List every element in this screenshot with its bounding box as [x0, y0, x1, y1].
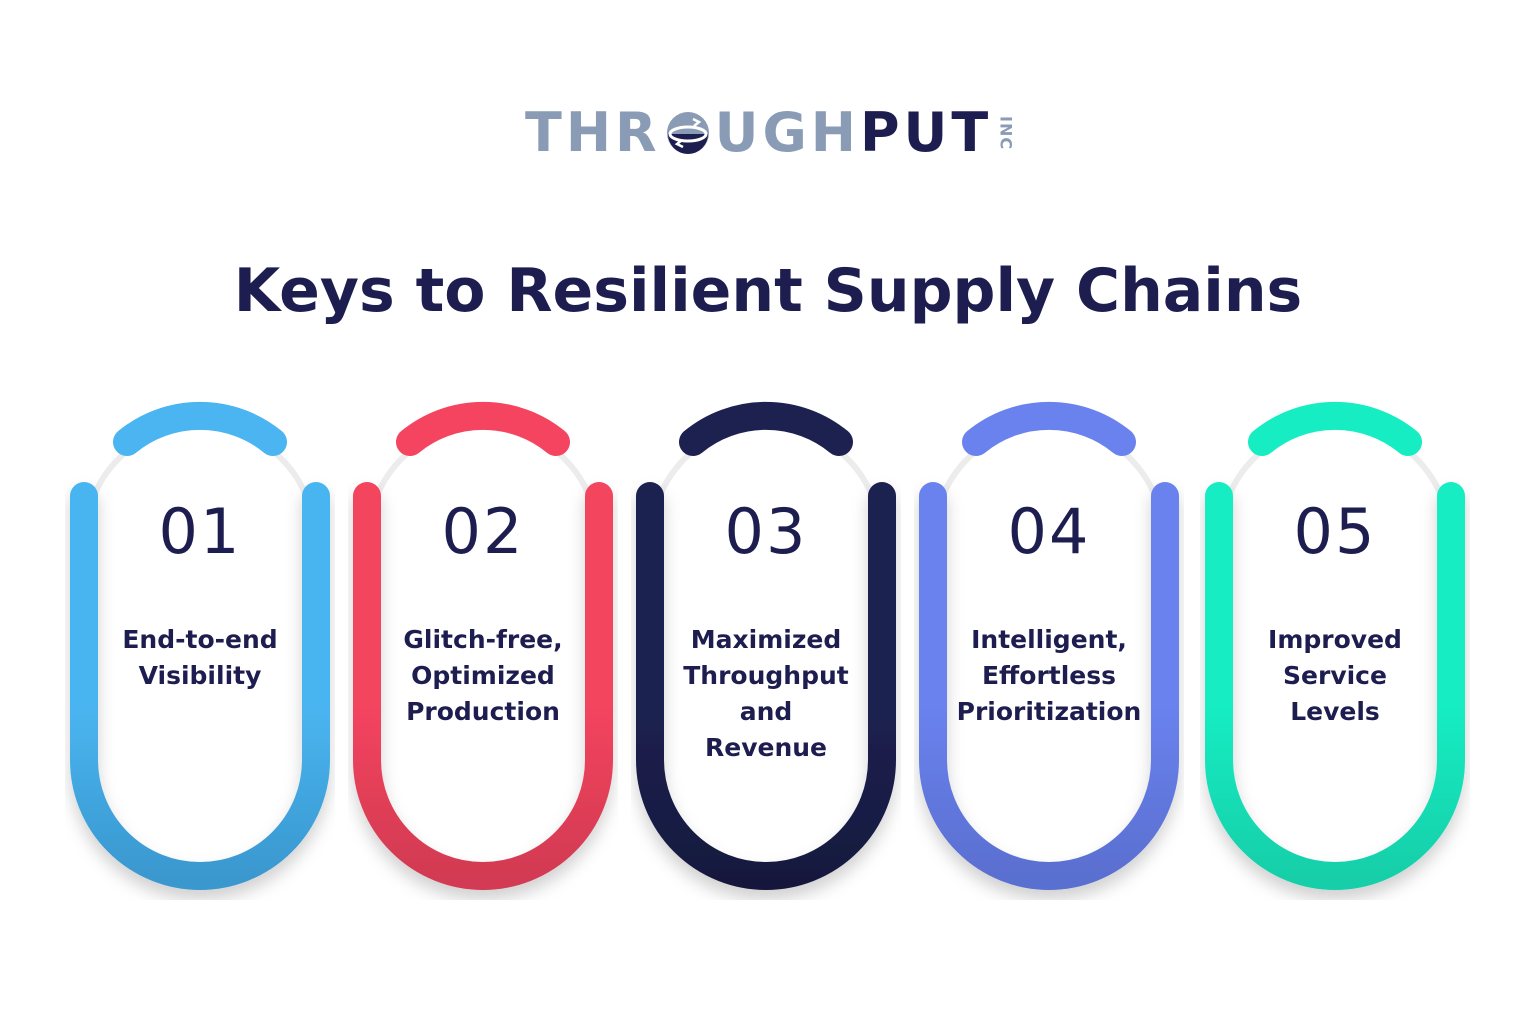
key-label-line: Throughput: [683, 661, 849, 690]
key-label-line: Effortless: [981, 661, 1117, 690]
key-label-line: Optimized: [411, 661, 555, 690]
logo-text-put: PUT: [859, 101, 993, 164]
pill-frame-icon: [353, 401, 613, 890]
pill-frame-icon: [919, 401, 1179, 890]
pill-frame-icon: [1205, 401, 1465, 890]
pill-frame-icon: [636, 401, 896, 890]
key-label-line: Revenue: [704, 733, 827, 762]
key-number: 01: [158, 495, 242, 568]
pill-frame-icon: [70, 401, 330, 890]
logo-text-ugh: UGH: [714, 101, 860, 164]
key-label-line: Levels: [1290, 697, 1380, 726]
key-label-line: Improved: [1268, 625, 1402, 654]
key-label-line: and: [739, 697, 793, 726]
key-number: 03: [724, 495, 808, 568]
key-label-line: End-to-end: [122, 625, 278, 654]
page-title: Keys to Resilient Supply Chains: [233, 256, 1303, 326]
logo-text-thr: THR: [525, 101, 661, 164]
globe-arrows-icon: [666, 112, 709, 154]
key-label-line: Visibility: [138, 661, 262, 690]
key-label-line: Glitch-free,: [403, 625, 563, 654]
key-label-line: Service: [1283, 661, 1387, 690]
company-logo: THR UGH PUT INC: [525, 103, 1015, 163]
key-number: 02: [441, 495, 525, 568]
key-number: 05: [1293, 495, 1377, 568]
key-label-line: Production: [406, 697, 560, 726]
key-label-line: Intelligent,: [971, 625, 1127, 654]
logo-suffix-inc: INC: [996, 115, 1016, 151]
key-label-line: Prioritization: [956, 697, 1142, 726]
key-number: 04: [1007, 495, 1091, 568]
key-label-line: Maximized: [690, 625, 842, 654]
